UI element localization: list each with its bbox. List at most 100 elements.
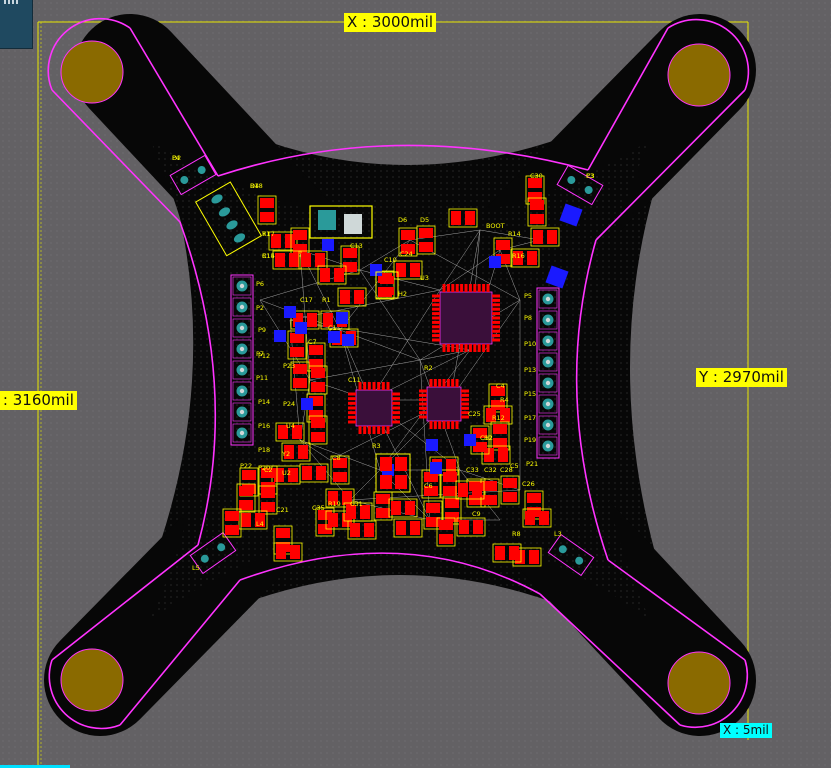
bottom-pad[interactable]	[328, 331, 340, 343]
smd-part[interactable]	[436, 517, 456, 547]
smd-part[interactable]	[337, 287, 367, 307]
designator-boot: BOOT	[486, 222, 505, 230]
bottom-pad[interactable]	[336, 312, 348, 324]
smd-part[interactable]	[290, 227, 310, 257]
designator-p17: P17	[524, 414, 536, 422]
connector-angled[interactable]	[194, 181, 263, 257]
bottom-pad[interactable]	[301, 398, 313, 410]
designator-p23: P23	[283, 362, 295, 370]
designator-r17: R17	[262, 230, 275, 238]
bottom-pad[interactable]	[322, 239, 334, 251]
smd-part[interactable]	[448, 208, 478, 228]
smd-part[interactable]	[290, 361, 310, 391]
mount-hole-top-left	[60, 40, 124, 104]
diode-pad[interactable]	[559, 203, 583, 227]
crystal-y2[interactable]	[375, 453, 411, 493]
connector-p3[interactable]	[556, 164, 604, 206]
component-layer[interactable]	[169, 154, 604, 577]
bottom-pad[interactable]	[284, 306, 296, 318]
bottom-pad[interactable]	[430, 462, 442, 474]
smd-part[interactable]	[456, 517, 486, 537]
smd-part[interactable]	[268, 231, 298, 251]
bottom-pad[interactable]	[426, 439, 438, 451]
smd-part[interactable]	[258, 485, 278, 515]
smd-part[interactable]	[416, 225, 436, 255]
bottom-pad[interactable]	[342, 334, 354, 346]
smd-part[interactable]	[325, 488, 355, 508]
smd-part[interactable]	[222, 508, 242, 538]
designator-c31: C31	[350, 500, 363, 508]
smd-part[interactable]	[522, 508, 552, 528]
mount-hole-bottom-right	[667, 651, 731, 715]
smd-part[interactable]	[488, 383, 508, 413]
smd-part[interactable]	[330, 455, 350, 485]
smd-part[interactable]	[492, 543, 522, 563]
designator-d5: D5	[420, 216, 429, 224]
connector-h2[interactable]	[547, 533, 595, 577]
designator-c10: C10	[384, 256, 397, 264]
designator-r19: R19	[328, 500, 341, 508]
smd-part[interactable]	[236, 483, 256, 513]
mounting-holes[interactable]	[60, 40, 731, 715]
diode-pad[interactable]	[545, 265, 569, 289]
connector-p4[interactable]	[169, 154, 217, 196]
smd-part[interactable]	[393, 518, 423, 538]
bottom-pad[interactable]	[489, 256, 501, 268]
bottom-pad[interactable]	[295, 322, 307, 334]
designator-c5: C5	[510, 462, 519, 470]
smd-part[interactable]	[388, 498, 418, 518]
bottom-pad[interactable]	[464, 434, 476, 446]
designator-c9: C9	[472, 510, 481, 518]
smd-part[interactable]	[281, 442, 311, 462]
panel-thumbnail[interactable]	[0, 0, 33, 49]
designator-c28: C28	[500, 466, 513, 474]
designator-p16: P16	[258, 422, 270, 430]
pin-header[interactable]	[536, 287, 560, 459]
designator-c6: C6	[424, 482, 433, 490]
smd-part[interactable]	[530, 227, 560, 247]
ic-u2[interactable]	[348, 382, 400, 434]
smd-part[interactable]	[340, 245, 360, 275]
smd-part[interactable]	[455, 480, 485, 500]
designator-p19: P19	[524, 436, 536, 444]
designator-r15: R15	[262, 252, 275, 260]
designator-h1: H1	[484, 434, 493, 442]
smd-part[interactable]	[481, 445, 511, 465]
smd-part[interactable]	[347, 520, 377, 540]
designator-l5: L5	[192, 564, 200, 572]
smd-part[interactable]	[317, 265, 347, 285]
designator-p6: P6	[256, 280, 264, 288]
designator-l3: L3	[554, 530, 562, 538]
designator-p22: P22	[240, 462, 252, 470]
smd-part[interactable]	[275, 422, 305, 442]
dimension-x-top: X : 3000mil	[344, 13, 436, 32]
designator-c30: C30	[530, 172, 543, 180]
smd-part[interactable]	[500, 475, 520, 505]
designator-c26: C26	[522, 480, 535, 488]
smd-part[interactable]	[308, 415, 328, 445]
designator-u3: U3	[420, 274, 429, 282]
dimension-y-left: Y : 3160mil	[0, 391, 77, 410]
smd-part[interactable]	[325, 510, 355, 530]
ic-u4[interactable]	[419, 379, 469, 429]
connector-h1[interactable]	[189, 531, 237, 575]
smd-part[interactable]	[393, 260, 423, 280]
smd-part[interactable]	[298, 250, 328, 270]
smd-part[interactable]	[273, 542, 303, 562]
smd-part[interactable]	[527, 197, 547, 227]
designator-p11: P11	[256, 374, 268, 382]
designator-p5: P5	[524, 292, 532, 300]
crystal-y1[interactable]	[375, 271, 399, 299]
designator-u2: U2	[282, 469, 291, 477]
mcu-u3[interactable]	[432, 284, 500, 352]
smd-part[interactable]	[493, 237, 513, 267]
smd-part[interactable]	[510, 248, 540, 268]
designator-c25: C25	[468, 410, 481, 418]
bottom-pad[interactable]	[370, 264, 382, 276]
bottom-pad[interactable]	[274, 330, 286, 342]
switch-component[interactable]	[309, 205, 373, 239]
pin-header[interactable]	[230, 274, 254, 446]
smd-part[interactable]	[257, 195, 277, 225]
smd-part[interactable]	[423, 500, 443, 530]
